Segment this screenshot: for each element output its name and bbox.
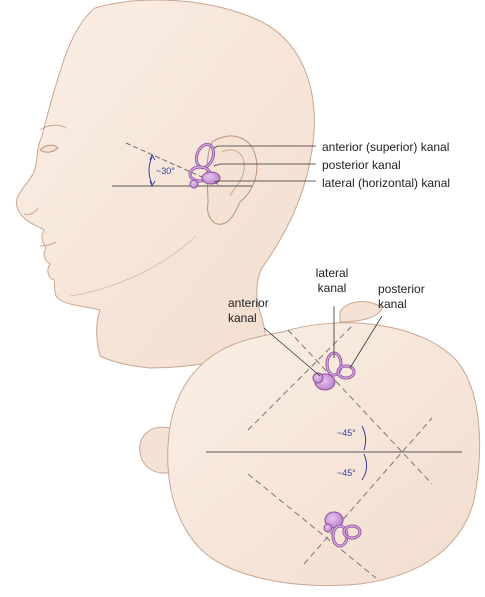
angle-label-30: ~30° xyxy=(156,166,175,176)
label-top-anterior-line2: kanal xyxy=(228,311,257,325)
label-top-lateral-line1: lateral xyxy=(296,266,368,280)
label-posterior-canal: posterior kanal xyxy=(322,158,401,172)
label-top-lateral-line2: kanal xyxy=(296,281,368,295)
label-lateral-horizontal-canal: lateral (horizontal) kanal xyxy=(322,176,450,190)
label-top-posterior-line2: kanal xyxy=(378,297,407,311)
label-top-posterior-line1: posterior xyxy=(378,282,425,296)
top-head-silhouette xyxy=(168,323,480,586)
label-top-anterior-line1: anterior xyxy=(228,296,269,310)
label-anterior-superior-canal: anterior (superior) kanal xyxy=(322,140,449,154)
angle-label-45-upper: ~45° xyxy=(337,428,356,438)
side-head-silhouette xyxy=(16,0,314,368)
top-head-ear-left xyxy=(140,427,172,473)
angle-label-45-lower: ~45° xyxy=(337,468,356,478)
top-head-nose xyxy=(340,302,382,322)
side-head xyxy=(16,0,314,368)
